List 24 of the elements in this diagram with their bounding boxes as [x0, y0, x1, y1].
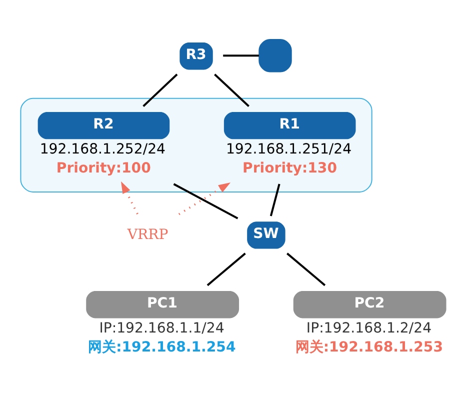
- node-text: VRRP: [127, 226, 168, 243]
- node-label: 192.168.1.251/24: [226, 141, 352, 158]
- connector: [270, 184, 280, 216]
- node-box: PC1: [86, 291, 240, 318]
- node-label: IP:192.168.1.1/24: [99, 320, 224, 336]
- node-label: IP:192.168.1.2/24: [306, 320, 432, 336]
- connector: [286, 252, 326, 286]
- node-label: 192.168.1.252/24: [40, 141, 166, 158]
- connector: [223, 54, 259, 57]
- node-label: 网关:192.168.1.254: [88, 340, 236, 356]
- arrow: [121, 181, 140, 217]
- node-box: PC2: [293, 291, 446, 318]
- node-box: R3: [180, 42, 213, 70]
- node-server: [258, 39, 292, 72]
- connector: [206, 252, 246, 286]
- connector: [142, 74, 178, 107]
- node-label: 网关:192.168.1.253: [295, 340, 444, 356]
- connector: [214, 74, 250, 107]
- node-box: R2: [38, 112, 170, 140]
- node-label: Priority:100: [56, 160, 151, 177]
- node-label: Priority:130: [242, 160, 338, 177]
- node-box: R1: [224, 112, 356, 140]
- node-box: SW: [247, 222, 286, 249]
- connector: [173, 183, 238, 220]
